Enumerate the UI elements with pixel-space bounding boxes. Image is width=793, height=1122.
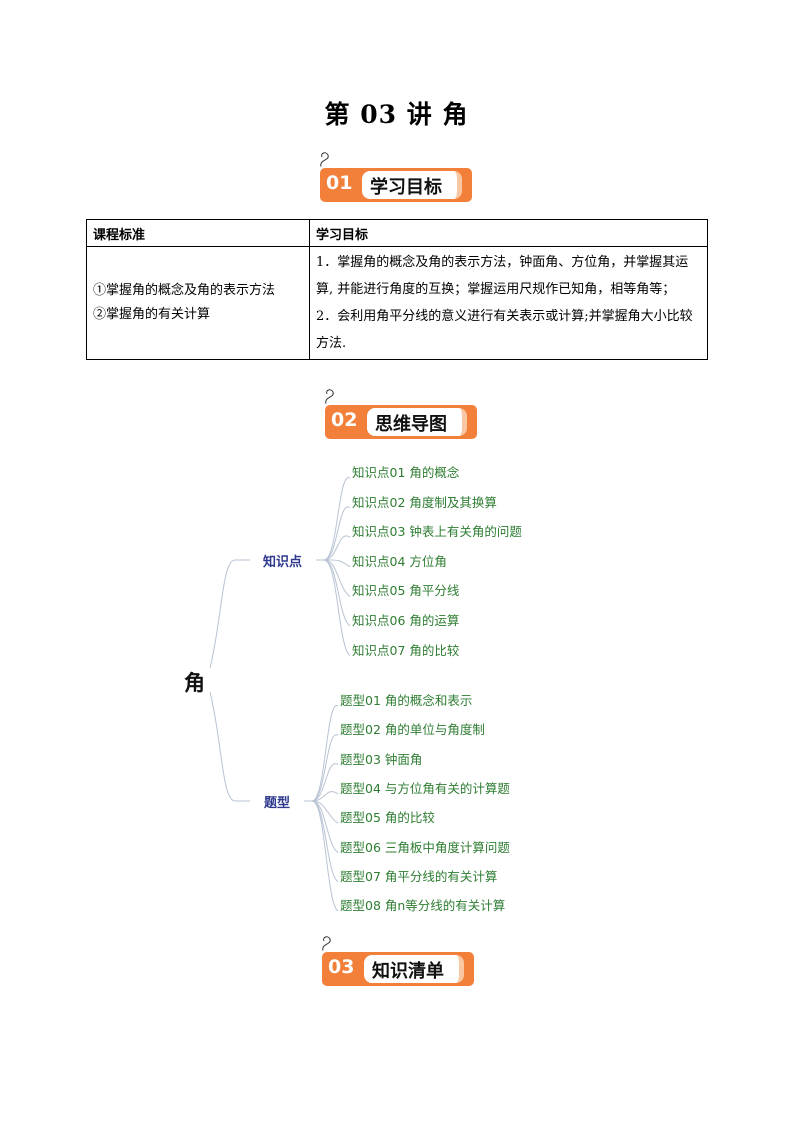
mind-map-leaf: 知识点01 角的概念 bbox=[352, 465, 460, 480]
standard-1: ①掌握角的概念及角的表示方法 bbox=[93, 283, 276, 298]
page-title: 第 03 讲 角 bbox=[324, 100, 469, 129]
section-title: 知识清单 bbox=[372, 961, 444, 982]
leaf-line bbox=[304, 734, 339, 802]
section-badge-01: 01 学习目标 bbox=[319, 152, 472, 203]
header-goals: 学习目标 bbox=[309, 219, 708, 247]
standard-2: ②掌握角的有关计算 bbox=[93, 307, 211, 322]
mind-map-root: 角 bbox=[184, 671, 205, 695]
section-badge-02: 02 思维导图 bbox=[324, 389, 477, 440]
section-number: 03 bbox=[328, 956, 355, 978]
mind-map-leaf: 题型03 钟面角 bbox=[340, 751, 423, 767]
mind-map-leaf: 知识点07 角的比较 bbox=[352, 642, 460, 658]
leaf-line bbox=[316, 559, 351, 627]
goal-1: 1．掌握角的概念及角的表示方法，钟面角、方位角，并掌握其运算, 并能进行角度的互… bbox=[316, 255, 689, 297]
mind-map-leaf: 知识点05 角平分线 bbox=[352, 583, 460, 599]
mind-map-leaf: 题型06 三角板中角度计算问题 bbox=[340, 839, 510, 855]
branch-knowledge-points: 知识点 bbox=[263, 555, 303, 570]
mind-map-leaf: 题型04 与方位角有关的计算题 bbox=[340, 780, 510, 796]
leaf-line bbox=[316, 506, 351, 561]
mind-map-leaf: 题型08 角n等分线的有关计算 bbox=[340, 898, 506, 914]
root-branch-line bbox=[209, 691, 250, 802]
mind-map-leaf: 知识点02 角度制及其换算 bbox=[352, 494, 497, 510]
section-title: 学习目标 bbox=[370, 177, 442, 198]
mind-map-leaf: 知识点03 钟表上有关角的问题 bbox=[352, 524, 522, 540]
mind-map-leaf: 题型05 角的比较 bbox=[340, 810, 435, 826]
mind-map-leaf: 题型07 角平分线的有关计算 bbox=[340, 868, 498, 884]
mind-map-leaf: 题型01 角的概念和表示 bbox=[340, 693, 473, 708]
root-branch-line bbox=[209, 559, 250, 669]
section-title: 思维导图 bbox=[375, 414, 447, 435]
leaf-line bbox=[304, 800, 339, 912]
mind-map-leaf: 题型02 角的单位与角度制 bbox=[340, 722, 485, 738]
branch-question-types: 题型 bbox=[264, 796, 291, 811]
leaf-line bbox=[304, 800, 339, 883]
leaf-line bbox=[316, 477, 351, 561]
leaf-line bbox=[316, 559, 351, 657]
section-number: 02 bbox=[331, 409, 358, 431]
leaf-line bbox=[304, 705, 339, 802]
leaf-line bbox=[304, 800, 339, 853]
curl-icon bbox=[321, 936, 331, 953]
section-badge-03: 03 知识清单 bbox=[321, 936, 474, 987]
mind-map-leaf: 知识点04 方位角 bbox=[352, 553, 447, 569]
section-number: 01 bbox=[326, 172, 353, 194]
goal-2: 2．会利用角平分线的意义进行有关表示或计算;并掌握角大小比较方法. bbox=[316, 309, 693, 351]
mind-map-leaf: 知识点06 角的运算 bbox=[352, 613, 460, 628]
